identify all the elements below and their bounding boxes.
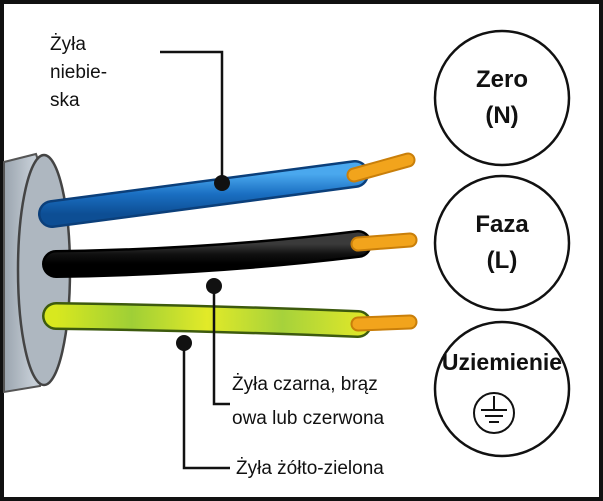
black-wire xyxy=(42,230,418,278)
terminal-earth: Uziemienie xyxy=(433,320,571,458)
blue-wire-marker-dot xyxy=(214,175,230,191)
blue-wire-leader xyxy=(160,50,224,182)
yellow-green-wire-marker-dot xyxy=(176,335,192,351)
phase-title: Faza xyxy=(475,211,529,238)
yellow-green-wire xyxy=(42,302,418,338)
yellow-green-wire-label: Żyła żółto-zielona xyxy=(236,458,384,479)
yellow-green-wire-leader xyxy=(182,343,230,470)
ground-symbol-icon xyxy=(473,392,515,434)
blue-wire xyxy=(38,152,416,228)
neutral-title: Zero xyxy=(476,66,528,93)
black-wire-label: Żyła czarna, brąz owa lub czerwona xyxy=(232,374,385,429)
terminal-phase: Faza (L) xyxy=(433,174,571,312)
blue-wire-label: Żyła niebie- ska xyxy=(50,34,112,111)
black-wire-leader xyxy=(212,285,230,406)
leader-lines xyxy=(160,50,230,470)
terminal-neutral: Zero (N) xyxy=(433,29,571,167)
black-wire-marker-dot xyxy=(206,278,222,294)
neutral-symbol: (N) xyxy=(485,102,518,129)
earth-title: Uziemienie xyxy=(442,349,562,375)
phase-symbol: (L) xyxy=(487,247,518,274)
